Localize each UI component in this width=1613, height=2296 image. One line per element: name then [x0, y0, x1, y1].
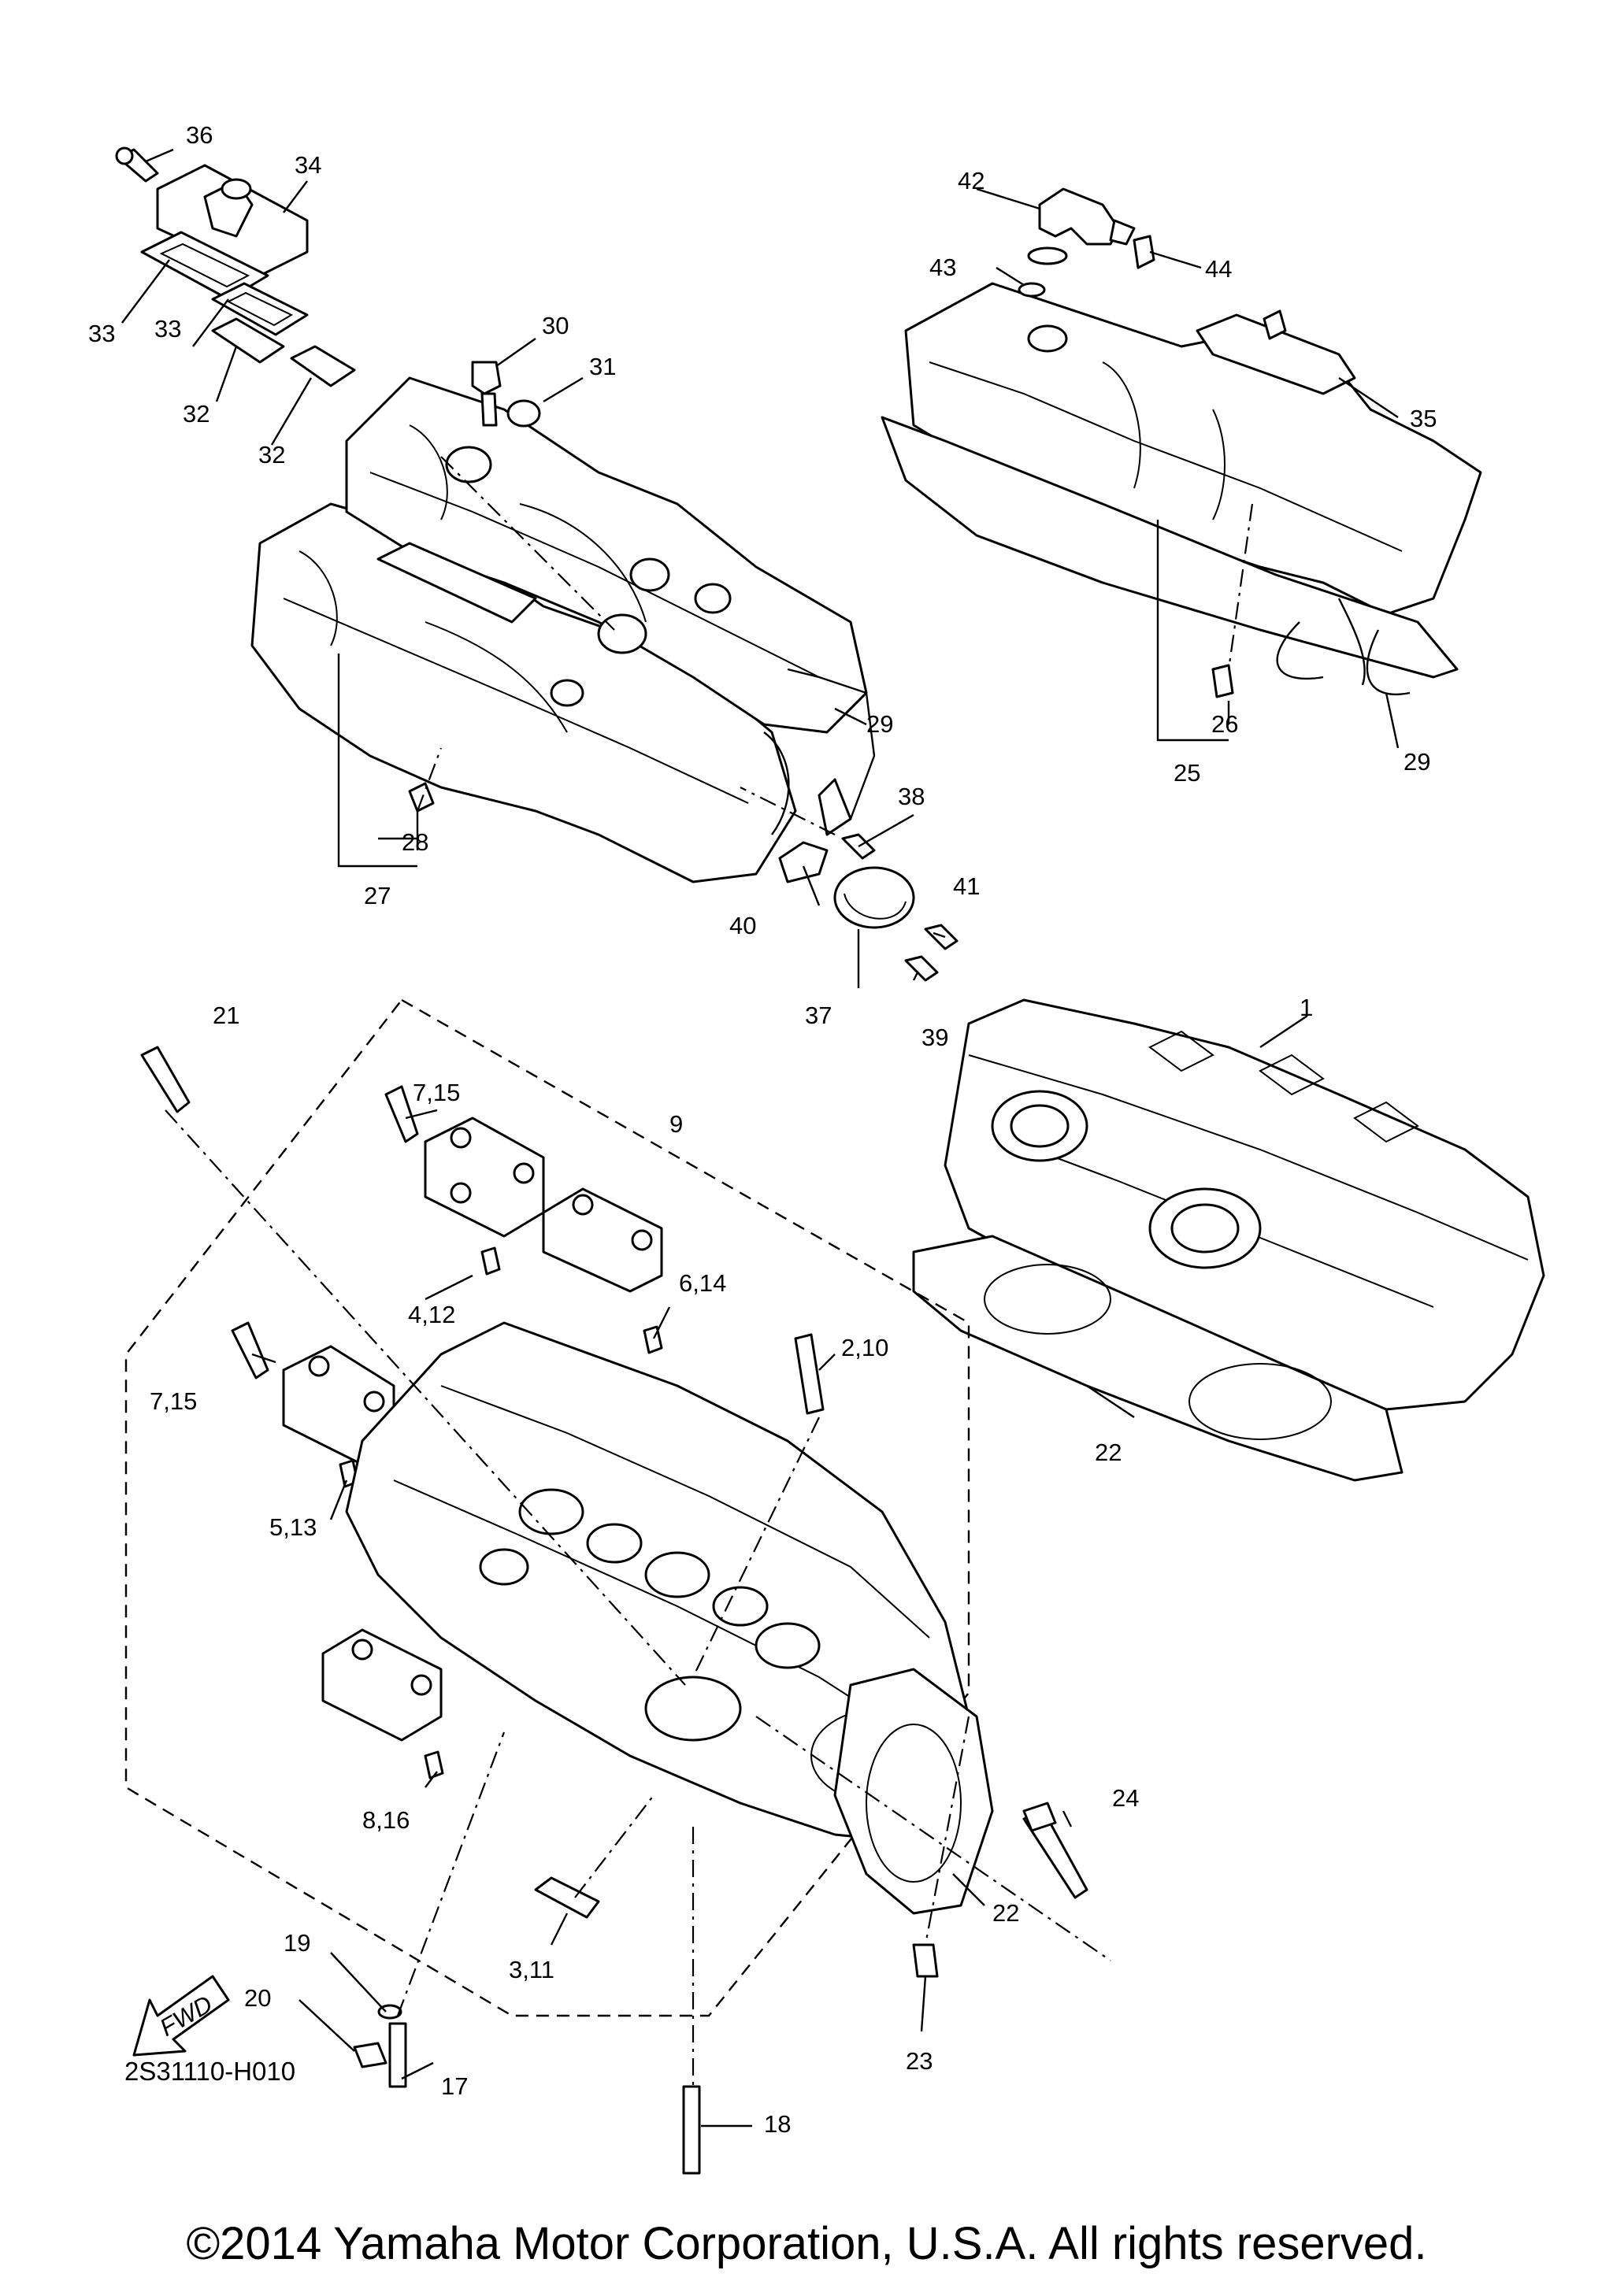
breather-fitting-42: [1027, 187, 1136, 265]
callout-38: 38: [898, 783, 925, 810]
cylinder-head-assembly-1: [944, 998, 1545, 1411]
gasket-33-b: [211, 282, 309, 336]
callout-44: 44: [1205, 255, 1232, 283]
gasket-29-right: [881, 416, 1459, 679]
copyright-notice: ©2014 Yamaha Motor Corporation, U.S.A. A…: [186, 2218, 1427, 2269]
plate-40: [778, 841, 829, 883]
callout-42: 42: [958, 167, 984, 194]
rear-head-cover-group: [250, 376, 868, 883]
fwd-arrow-icon: FWD: [132, 1975, 230, 2057]
callout-3-11: 3,11: [509, 1956, 554, 1983]
callout-43: 43: [929, 254, 956, 281]
callout-5-13: 5,13: [269, 1513, 317, 1541]
bolt-30: [471, 361, 502, 427]
valve-guide-2-10: [794, 1333, 825, 1415]
callout-2-10: 2,10: [841, 1334, 888, 1361]
dowel-26: [1211, 664, 1234, 698]
callout-37: 37: [805, 1002, 832, 1029]
cover-37: [833, 866, 915, 929]
head-gasket-22-lower: [833, 1668, 994, 1915]
callout-31: 31: [589, 353, 616, 380]
bolt-7-15-left: [231, 1321, 269, 1379]
dowel-23: [912, 1943, 939, 1978]
head-gasket-22-upper: [912, 1235, 1403, 1482]
callout-41: 41: [953, 872, 980, 900]
callout-29-left: 29: [866, 710, 893, 738]
callout-32-b: 32: [258, 441, 285, 468]
callout-6-14: 6,14: [679, 1269, 726, 1297]
stud-17: [388, 2022, 407, 2088]
callout-8-16: 8,16: [362, 1806, 410, 1834]
callout-17: 17: [441, 2072, 468, 2100]
callout-22-lower: 22: [992, 1899, 1019, 1927]
front-head-cover-group: [881, 282, 1482, 698]
bolt-39: [904, 955, 939, 982]
callout-39: 39: [921, 1024, 948, 1051]
bolt-41: [924, 924, 959, 950]
gasket-29-left: [787, 668, 876, 820]
grommet-31: [506, 399, 541, 428]
diagram-code: 2S31110-H010: [124, 2057, 296, 2086]
callout-33-b: 33: [154, 315, 181, 343]
reed-32-b: [290, 345, 356, 387]
callout-7-15-left: 7,15: [150, 1387, 197, 1415]
breather-plate-35: [1196, 313, 1356, 395]
callout-24: 24: [1112, 1784, 1139, 1812]
callout-36: 36: [186, 121, 213, 149]
callout-30: 30: [542, 312, 569, 339]
callout-33-a: 33: [88, 320, 115, 347]
washer-19: [377, 2004, 402, 2020]
callout-25: 25: [1174, 759, 1200, 787]
dowel-6-14: [643, 1325, 663, 1354]
leader-lines: [121, 148, 1400, 2128]
valve-guide-3-11: [534, 1876, 600, 1919]
callout-21: 21: [213, 1002, 239, 1029]
callout-34: 34: [295, 151, 321, 179]
callout-32-a: 32: [183, 400, 210, 428]
dowel-28: [408, 782, 435, 813]
mount-boss: [694, 583, 732, 614]
stud-18: [682, 2085, 701, 2175]
callout-29-right: 29: [1403, 748, 1430, 776]
callout-28: 28: [402, 828, 428, 856]
o-ring-43: [1018, 282, 1046, 298]
dowel-8-16: [424, 1750, 444, 1779]
plug-hole: [445, 446, 492, 483]
cam-cap-lower: [321, 1628, 443, 1742]
callout-26: 26: [1211, 710, 1238, 738]
callout-23: 23: [906, 2047, 933, 2075]
plug-hole: [597, 613, 647, 654]
callout-9: 9: [669, 1110, 683, 1138]
cam-cap-upper-right: [542, 1187, 663, 1293]
bolt-7-15-upper: [384, 1085, 419, 1143]
dowel-4-12: [480, 1246, 501, 1276]
callout-19: 19: [284, 1929, 310, 1957]
callout-20: 20: [244, 1984, 271, 2012]
cam-cap-upper-left: [424, 1117, 545, 1238]
plug-hole: [629, 557, 670, 592]
callout-1: 1: [1300, 994, 1313, 1021]
assembly-boundary-9: [124, 998, 970, 2017]
reed-port: [376, 542, 537, 624]
reed-32-a: [211, 317, 285, 364]
callout-40: 40: [729, 912, 756, 939]
assembly-axis-lines: [165, 456, 1254, 2087]
callout-4-12: 4,12: [408, 1301, 455, 1328]
bolt-44: [1133, 235, 1155, 269]
callout-labels: 1 2,10 3,11 4,12 5,13 6,14 7,15 7,15 8,1…: [88, 121, 1437, 2138]
callout-7-15-upper: 7,15: [413, 1079, 460, 1106]
callout-18: 18: [764, 2110, 791, 2138]
spark-plug-21: [140, 1046, 191, 1113]
bolt-20: [353, 2042, 387, 2068]
callout-27: 27: [364, 882, 391, 909]
callout-22-upper: 22: [1095, 1439, 1122, 1466]
air-induction-group: [115, 146, 356, 387]
callout-35: 35: [1410, 405, 1437, 432]
plug-hole: [550, 679, 584, 707]
